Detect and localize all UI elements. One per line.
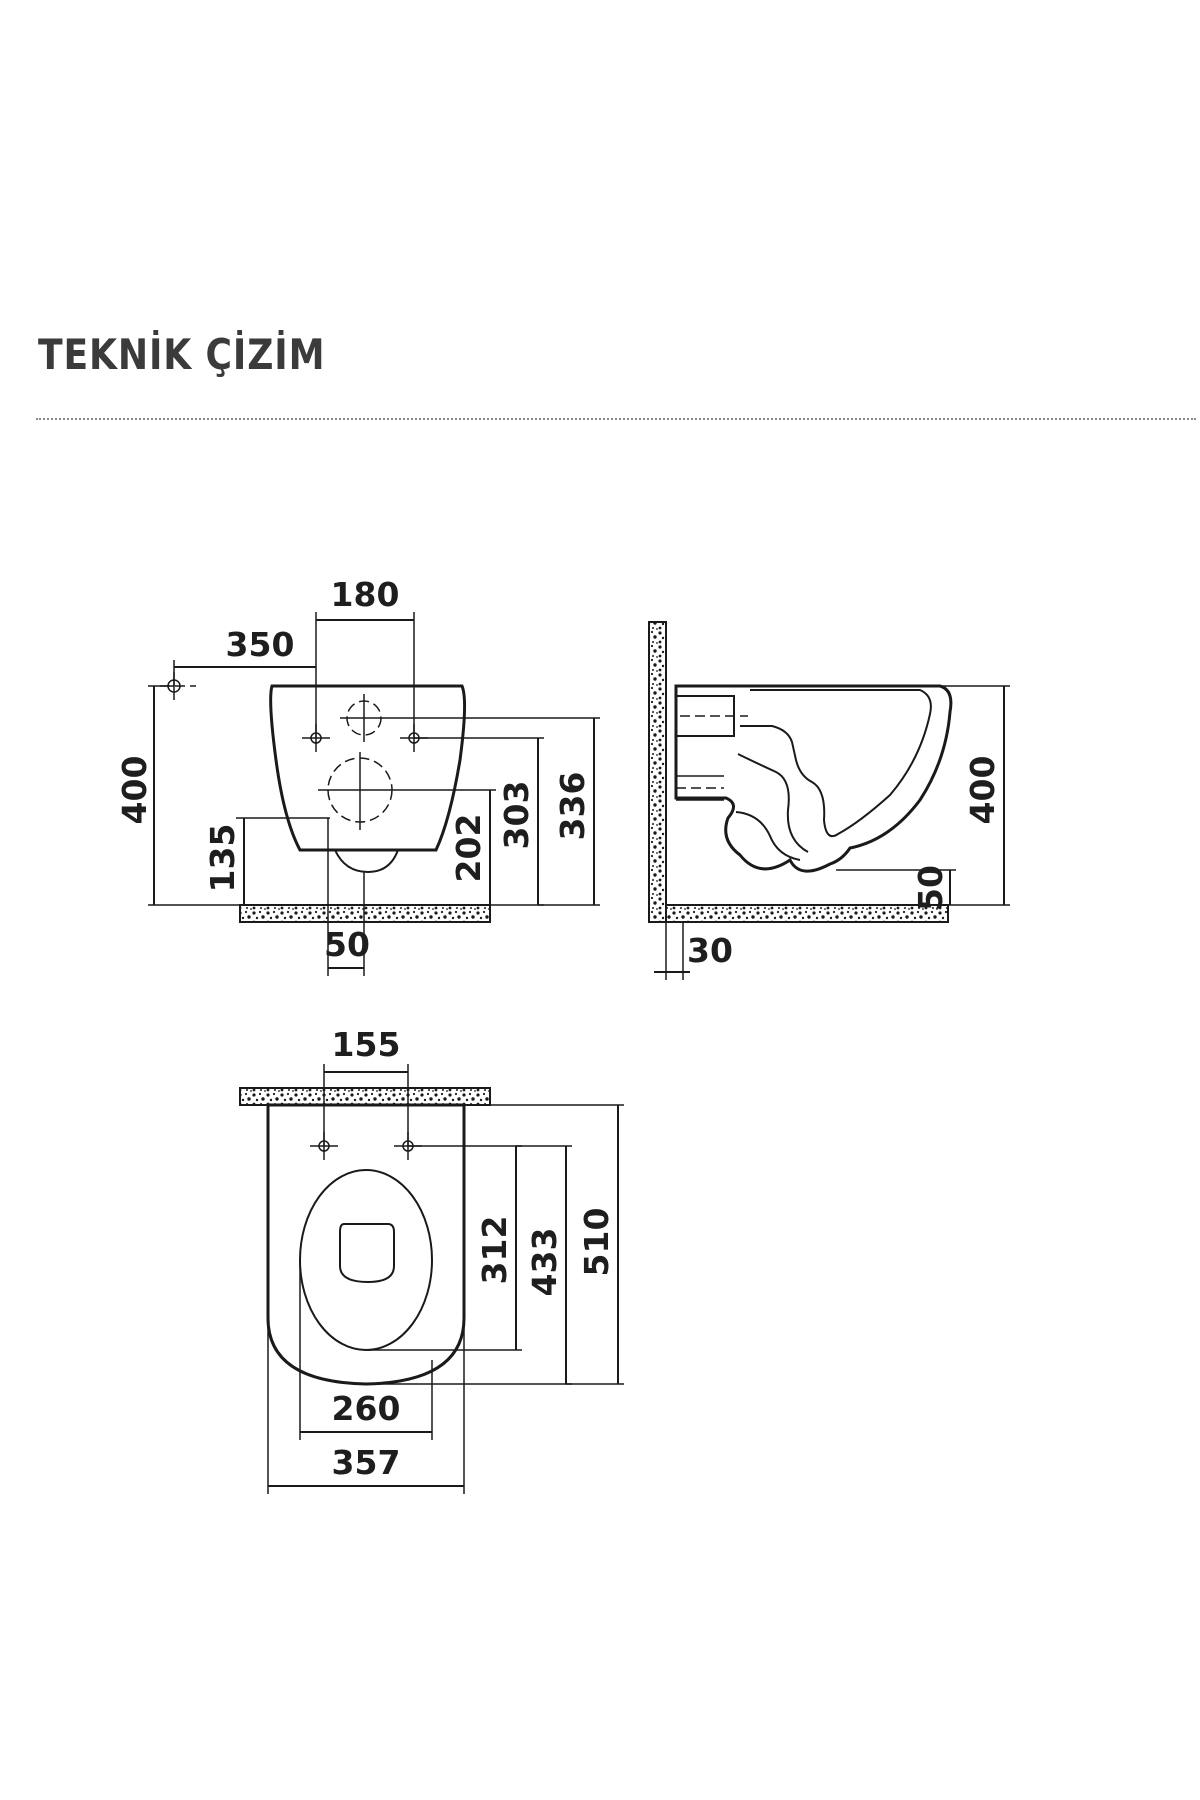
dim-front-50: 50 — [324, 925, 370, 964]
top-wall-strip — [239, 1087, 491, 1106]
dim-155: 155 — [332, 1025, 401, 1064]
dim-510: 510 — [577, 1208, 616, 1277]
page-title: TEKNİK ÇİZİM — [38, 330, 326, 379]
dim-180: 180 — [331, 575, 400, 614]
dim-357: 357 — [332, 1443, 401, 1482]
dim-350: 350 — [226, 625, 295, 664]
dim-135: 135 — [203, 824, 242, 893]
top-bowl-outline — [266, 1103, 466, 1386]
side-floor-strip — [665, 904, 949, 923]
dim-side-50: 50 — [911, 865, 950, 911]
dim-336: 336 — [553, 772, 592, 841]
side-bowl-profile — [674, 684, 953, 873]
dim-front-400: 400 — [115, 756, 154, 825]
dim-side-400: 400 — [963, 756, 1002, 825]
dim-202: 202 — [449, 814, 488, 883]
dim-303: 303 — [497, 781, 536, 850]
dim-260: 260 — [332, 1389, 401, 1428]
side-view: 400 50 30 — [648, 621, 1010, 980]
dim-312: 312 — [475, 1216, 514, 1285]
title-divider — [36, 418, 1196, 420]
top-bowl-opening — [339, 1223, 395, 1284]
top-view: 155 312 433 510 260 357 — [239, 1025, 624, 1494]
front-bowl — [269, 684, 467, 852]
front-floor-strip — [239, 904, 491, 923]
side-wall-strip — [648, 621, 667, 923]
dim-433: 433 — [525, 1228, 564, 1297]
dim-30: 30 — [687, 931, 733, 970]
front-view: 180 350 400 135 202 303 336 50 — [115, 575, 600, 976]
